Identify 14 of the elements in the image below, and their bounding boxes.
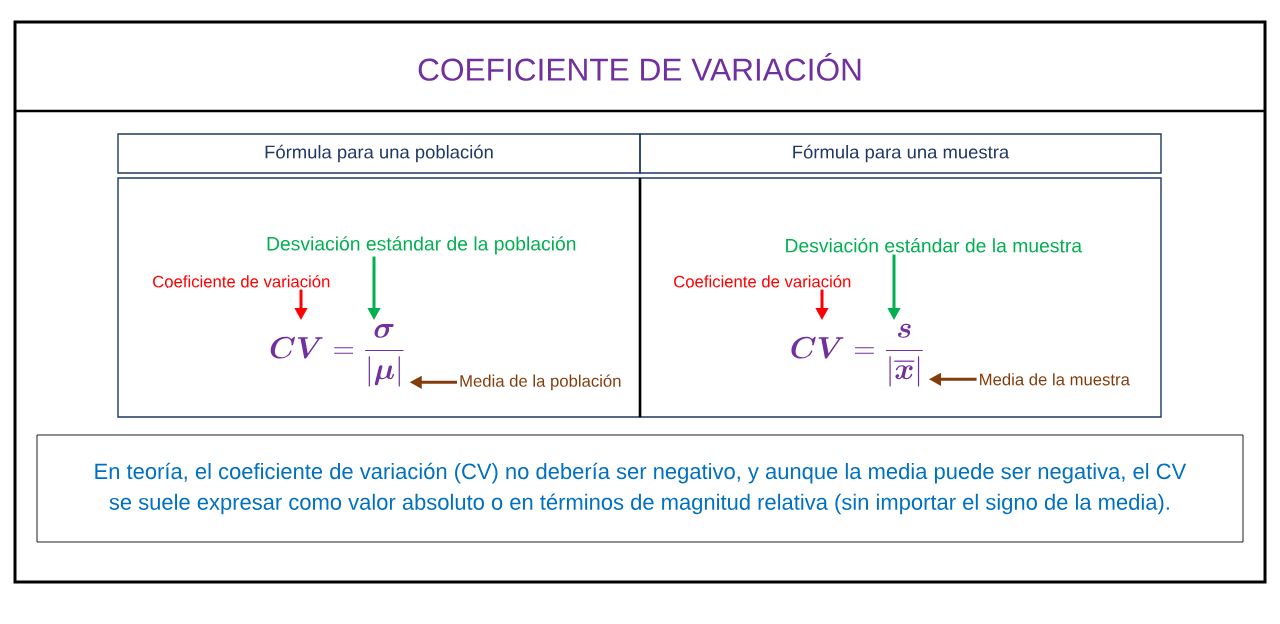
table-header-cell: Fórmula para una población (117, 133, 641, 174)
formula: $\boldsymbol{CV} = \frac{\boldsymbol{\sigma}}{|\boldsymbol{\mu}|}$ (270, 324, 404, 387)
formula-panel (117, 177, 641, 418)
annotation-label: Media de la población (460, 374, 621, 391)
annotation-label: Media de la muestra (980, 373, 1130, 386)
formula: $\boldsymbol{CV} = \frac{\boldsymbol{s}}{|\overline{\boldsymbol{x}}|}$ (791, 323, 923, 387)
annotation-label: Coeficiente de variación (153, 275, 330, 288)
formula-panel (639, 177, 1162, 418)
title: COEFICIENTE DE VARIACIÓN (418, 53, 861, 81)
annotation-label: Desviación estándar de la muestra (786, 238, 1083, 253)
note-box: En teoría, el coeficiente de variación (CV) no debería ser negativo, y aunque la media puede ser negativa, el CV se suele expresar como valor absoluto o en términos de magnitud relativa (sin importar el signo de la media). (36, 434, 1244, 543)
table-header-cell: Fórmula para una muestra (639, 133, 1162, 174)
annotation-label: Coeficiente de variación (674, 275, 851, 288)
annotation-label: Desviación estándar de la población (267, 236, 576, 255)
